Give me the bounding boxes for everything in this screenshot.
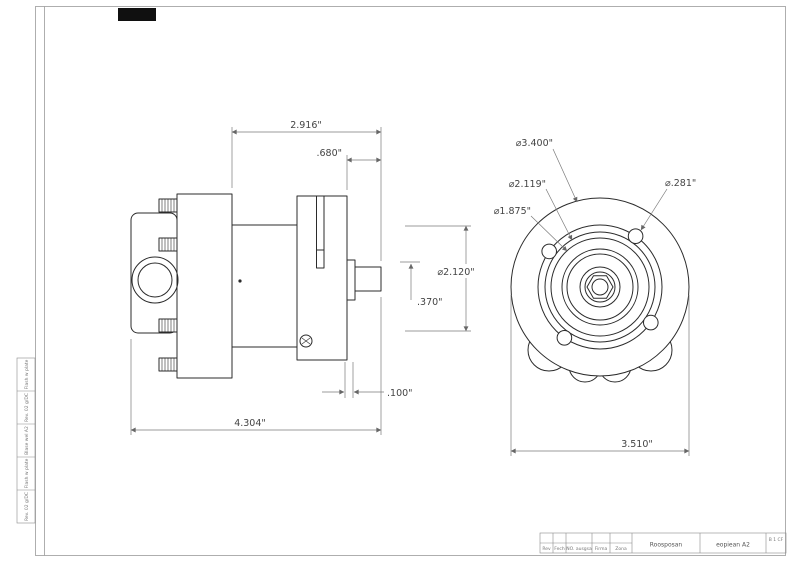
dim-front-overall-width: 3.510" xyxy=(621,439,653,450)
front-view-dimensions: ⌀3.400" ⌀2.119" ⌀1.875" ⌀.281" 3.510" xyxy=(494,138,696,456)
screw xyxy=(158,198,178,213)
screw xyxy=(158,357,178,372)
shaft-end-circle xyxy=(591,278,609,296)
title-block: Rev Fech NO. ausgsa Firma Zona Roosposan… xyxy=(539,532,787,554)
dim-body-width: 2.916" xyxy=(290,120,322,131)
sheet-frame xyxy=(35,6,786,556)
side-view xyxy=(130,193,382,379)
bolt-hole xyxy=(627,228,644,244)
center-mark xyxy=(238,279,242,283)
dim-hole-dia: ⌀.281" xyxy=(665,178,696,189)
shaft-boss-outer xyxy=(579,266,621,308)
margin-note: Flash w plate xyxy=(24,359,30,389)
margin-note: Rev. 02 g/DC xyxy=(24,492,30,521)
dim-overall-length: 4.304" xyxy=(234,418,266,429)
screw xyxy=(158,237,178,252)
dim-pilot-dia: ⌀2.120" xyxy=(437,267,474,278)
screw xyxy=(158,318,178,333)
title-field-label: Fech xyxy=(554,546,565,552)
pump-body xyxy=(231,224,298,348)
frame-outer-border xyxy=(35,6,786,556)
side-view-dimensions: 2.916" .680" ⌀2.120" .370" .100" 4.304" xyxy=(130,120,484,435)
dim-outer-dia: ⌀3.400" xyxy=(516,138,553,149)
hex-nut xyxy=(586,275,614,299)
inlet-port-inner xyxy=(137,262,173,298)
outer-body-circle xyxy=(510,197,690,377)
logo-block xyxy=(118,8,156,21)
title-field-label: Zona xyxy=(615,546,627,552)
flange-hole xyxy=(299,334,313,348)
bolt-circle xyxy=(537,224,663,350)
dim-front-pilot-dia: ⌀1.875" xyxy=(494,206,531,217)
dim-step-width: .100" xyxy=(387,388,413,399)
shaft-boss-inner xyxy=(584,271,616,303)
doc-info: eopiean A2 xyxy=(716,542,750,549)
shaft-hub xyxy=(346,259,356,301)
inlet-port-outer xyxy=(131,256,179,304)
flange-slot xyxy=(316,196,325,269)
margin-strip-border xyxy=(16,357,36,524)
bolt-hole xyxy=(643,314,659,331)
bolt-hole xyxy=(541,243,558,260)
title-field-label: Firma xyxy=(595,546,608,552)
part-name: Roosposan xyxy=(650,542,683,549)
margin-note: Rev. 02 g/DC xyxy=(24,393,30,422)
margin-revision-strip: Flash w plate Rev. 02 g/DC Blase wel A2 … xyxy=(16,357,36,524)
dim-shaft-ext: .680" xyxy=(316,148,342,159)
ring-2119 xyxy=(544,231,656,343)
bolt-hole xyxy=(556,330,573,346)
hub-inner xyxy=(566,253,634,321)
mounting-plate xyxy=(176,193,233,379)
front-view xyxy=(510,197,690,383)
corner-code: B 1 CF xyxy=(769,537,784,543)
dim-shaft-step: .370" xyxy=(417,297,443,308)
hub-outer xyxy=(561,248,639,326)
dim-text-mask xyxy=(428,264,484,278)
title-field-label: Rev xyxy=(542,546,551,552)
margin-note: Flash w plate xyxy=(24,458,30,488)
title-field-label: NO. ausgsa xyxy=(566,546,592,552)
dim-bolt-circle-dia: ⌀2.119" xyxy=(509,179,546,190)
margin-note: Blase wel A2 xyxy=(24,426,30,455)
ring-1875 xyxy=(550,237,650,337)
shaft xyxy=(354,266,382,292)
